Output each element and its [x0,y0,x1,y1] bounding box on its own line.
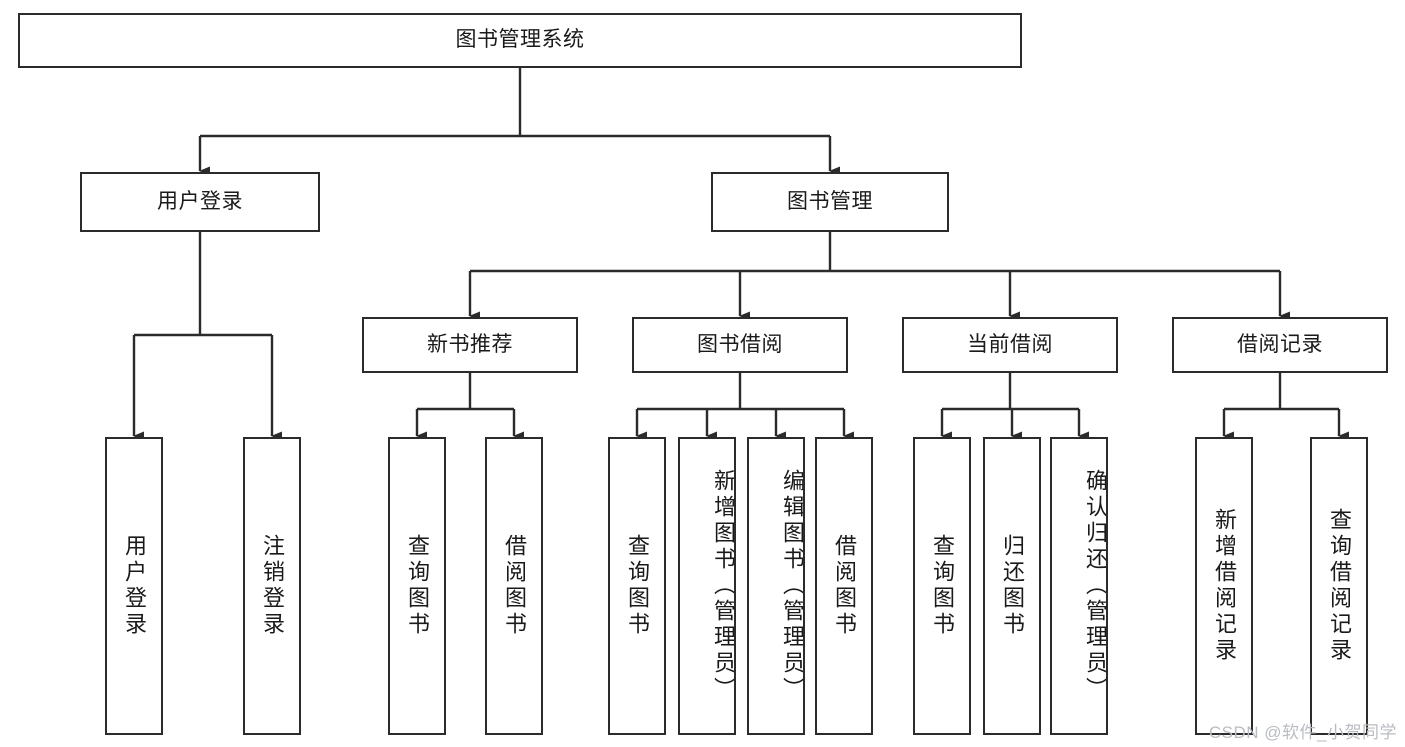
node-leaf-borrow-borrow-book[interactable]: 借阅图书 [815,437,873,735]
node-label: 借阅记录 [1237,332,1323,356]
node-label: 当前借阅 [967,332,1053,356]
node-new-book-rec[interactable]: 新书推荐 [362,317,578,373]
node-leaf-user-logout[interactable]: 注销登录 [243,437,301,735]
node-leaf-rec-borrow-book[interactable]: 借阅图书 [485,437,543,735]
node-label: 查询借阅记录 [1327,508,1352,664]
node-leaf-cur-return-book[interactable]: 归还图书 [983,437,1041,735]
node-label: 借阅图书 [832,534,857,638]
node-leaf-rec-query-record[interactable]: 查询借阅记录 [1310,437,1368,735]
node-label: 编辑图书（管理员） [780,469,805,703]
node-leaf-cur-query-book[interactable]: 查询图书 [913,437,971,735]
node-user-login[interactable]: 用户登录 [80,172,320,232]
node-leaf-user-login[interactable]: 用户登录 [105,437,163,735]
node-leaf-rec-add-record[interactable]: 新增借阅记录 [1195,437,1253,735]
node-label: 借阅图书 [502,534,527,638]
node-leaf-cur-confirm-return[interactable]: 确认归还（管理员） [1050,437,1108,735]
watermark: CSDN @软件_小贺同学 [1208,723,1397,742]
node-leaf-borrow-query-book[interactable]: 查询图书 [608,437,666,735]
node-label: 新书推荐 [427,332,513,356]
node-label: 新增借阅记录 [1212,508,1237,664]
node-label: 查询图书 [930,534,955,638]
node-leaf-rec-query-book[interactable]: 查询图书 [388,437,446,735]
node-label: 图书管理系统 [455,28,585,52]
edge-group [132,68,1349,441]
node-label: 图书管理 [787,189,873,213]
node-label: 查询图书 [405,534,430,638]
node-current-borrow[interactable]: 当前借阅 [902,317,1118,373]
node-root[interactable]: 图书管理系统 [18,13,1022,68]
node-book-manage[interactable]: 图书管理 [711,172,949,232]
node-label: 用户登录 [122,534,147,638]
node-label: 确认归还（管理员） [1083,469,1108,703]
node-label: 归还图书 [1000,534,1025,638]
node-label: 注销登录 [260,534,285,638]
node-label: 图书借阅 [697,332,783,356]
node-label: 查询图书 [625,534,650,638]
node-label: 用户登录 [157,189,243,213]
node-leaf-borrow-edit-book[interactable]: 编辑图书（管理员） [747,437,805,735]
node-label: 新增图书（管理员） [711,469,736,703]
node-borrow-record[interactable]: 借阅记录 [1172,317,1388,373]
node-leaf-borrow-add-book[interactable]: 新增图书（管理员） [678,437,736,735]
node-book-borrow[interactable]: 图书借阅 [632,317,848,373]
